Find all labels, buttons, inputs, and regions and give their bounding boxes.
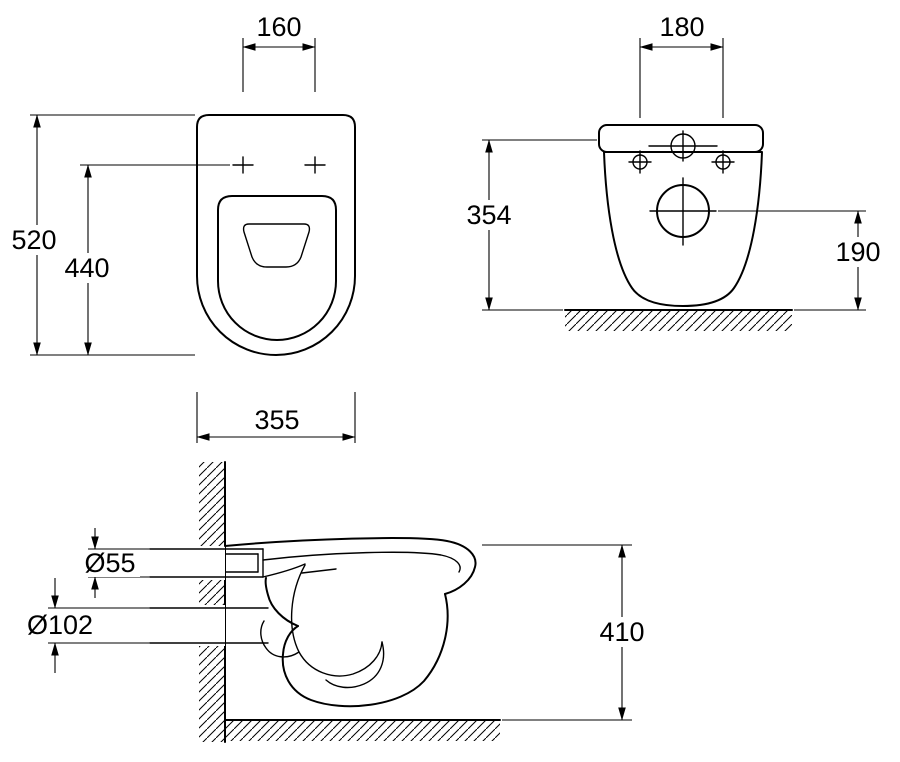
dim-rear-drain-height: 190 [718, 210, 887, 311]
rear-mounting-bolt-left [628, 150, 652, 174]
plan-bowl-outline [217, 195, 337, 341]
dim-side-drain-diameter: Ø102 [24, 578, 150, 673]
plan-water-outline [242, 223, 311, 268]
dim-label-354: 354 [466, 200, 511, 230]
dim-label-160: 160 [256, 12, 301, 42]
dim-plan-overall-depth: 520 [6, 114, 195, 356]
rear-tank-lid [598, 124, 764, 153]
dim-label-520: 520 [11, 225, 56, 255]
plan-toilet-outline [196, 114, 356, 356]
rear-inlet-hole [648, 130, 718, 162]
dim-plan-hole-to-front: 440 [59, 164, 230, 356]
side-toilet-profile [224, 537, 477, 708]
drain-pipe-wall-break [150, 605, 225, 646]
dim-label-190: 190 [835, 237, 880, 267]
plan-view: 160 520 440 355 [6, 12, 356, 443]
dim-label-180: 180 [659, 12, 704, 42]
rear-mounting-bolt-right [711, 150, 735, 174]
rear-view: 180 354 190 [460, 12, 887, 331]
side-view: Ø55 Ø102 410 [24, 461, 652, 743]
plan-mounting-hole-left [232, 156, 254, 174]
side-flush-pipe [149, 548, 264, 578]
flush-pipe-wall-break [150, 546, 225, 580]
dim-rear-hole-spacing: 180 [639, 12, 724, 118]
rear-ground [564, 309, 793, 331]
plan-mounting-hole-right [304, 156, 326, 174]
rear-drain-hole [649, 177, 717, 246]
side-wall [199, 461, 226, 743]
dim-label-d102: Ø102 [27, 610, 93, 640]
dim-label-410: 410 [599, 617, 644, 647]
rear-body-outline [603, 151, 763, 307]
dim-plan-hole-spacing: 160 [242, 12, 316, 92]
dim-side-flush-diameter: Ø55 [81, 528, 150, 598]
dim-plan-overall-width: 355 [196, 392, 356, 443]
dim-label-355: 355 [254, 405, 299, 435]
dim-label-d55: Ø55 [84, 548, 135, 578]
dim-side-rim-height: 410 [482, 544, 652, 721]
dim-rear-overall-height: 354 [460, 139, 597, 311]
side-floor [224, 719, 501, 741]
side-drain-pipe [149, 607, 269, 644]
dim-label-440: 440 [64, 253, 109, 283]
